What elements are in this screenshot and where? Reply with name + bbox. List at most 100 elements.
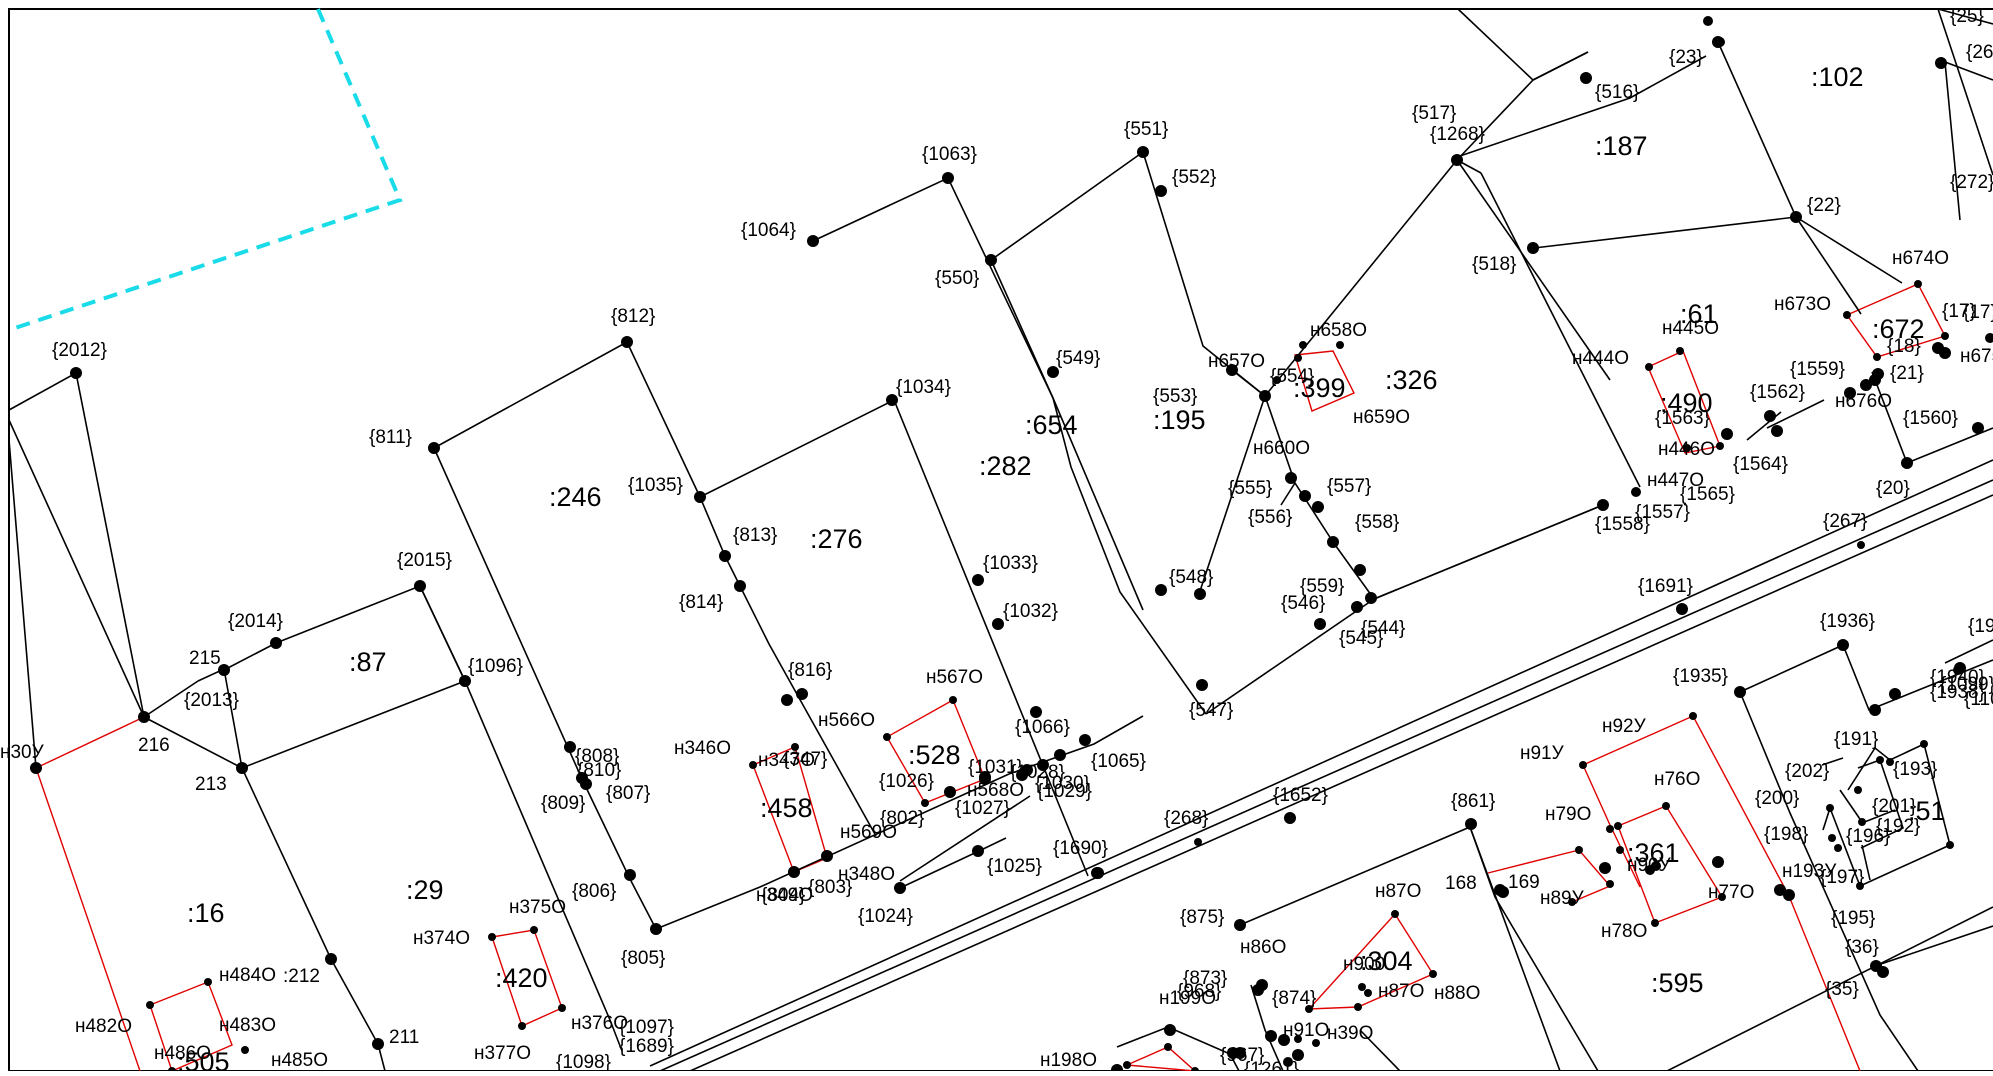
svg-text:н374О: н374О bbox=[413, 928, 470, 949]
svg-text:н90У: н90У bbox=[1627, 855, 1672, 876]
svg-text::212: :212 bbox=[283, 966, 320, 987]
parcel-label: :304 bbox=[1360, 946, 1413, 976]
svg-text:{549}: {549} bbox=[1056, 348, 1100, 369]
svg-text:{544}: {544} bbox=[1361, 618, 1405, 639]
svg-text:н659О: н659О bbox=[1353, 407, 1410, 428]
parcel-label: :654 bbox=[1025, 410, 1078, 440]
svg-text:{1560}: {1560} bbox=[1903, 408, 1958, 429]
svg-text:{1562}: {1562} bbox=[1750, 382, 1805, 403]
svg-text:н79О: н79О bbox=[1545, 804, 1591, 825]
svg-text:н377О: н377О bbox=[474, 1043, 531, 1064]
svg-text:{35}: {35} bbox=[1825, 979, 1859, 1000]
svg-text:н569О: н569О bbox=[840, 822, 897, 843]
svg-text:н486О: н486О bbox=[154, 1043, 211, 1064]
svg-text:{558}: {558} bbox=[1355, 512, 1399, 533]
parcel-label: :61 bbox=[1680, 299, 1718, 329]
svg-text:{814}: {814} bbox=[679, 592, 723, 613]
svg-text:н78О: н78О bbox=[1601, 921, 1647, 942]
svg-text:н660О: н660О bbox=[1253, 438, 1310, 459]
svg-text:н674О: н674О bbox=[1892, 248, 1949, 269]
svg-text:н484О: н484О bbox=[219, 965, 276, 986]
svg-text:{1652}: {1652} bbox=[1273, 785, 1328, 806]
svg-text:{36}: {36} bbox=[1845, 937, 1879, 958]
svg-text:{1268}: {1268} bbox=[1430, 124, 1485, 145]
svg-text:{808}: {808} bbox=[575, 746, 619, 767]
svg-text:{1261}: {1261} bbox=[1244, 1059, 1299, 1071]
svg-text:{805}: {805} bbox=[621, 948, 665, 969]
svg-text:{26}: {26} bbox=[1966, 42, 1993, 63]
svg-text:{20}: {20} bbox=[1876, 478, 1910, 499]
svg-text:н87О: н87О bbox=[1378, 981, 1424, 1002]
svg-text:168: 168 bbox=[1445, 873, 1477, 894]
svg-text:{1565}: {1565} bbox=[1680, 484, 1735, 505]
svg-text:{812}: {812} bbox=[611, 306, 655, 327]
svg-text:{1035}: {1035} bbox=[628, 475, 683, 496]
svg-text:{21}: {21} bbox=[1890, 363, 1924, 384]
svg-text:{1063}: {1063} bbox=[922, 144, 977, 165]
svg-text:{2015}: {2015} bbox=[397, 550, 452, 571]
svg-text:{517}: {517} bbox=[1412, 103, 1456, 124]
svg-text:{1064}: {1064} bbox=[741, 220, 796, 241]
svg-text:{806}: {806} bbox=[572, 881, 616, 902]
parcel-label: :326 bbox=[1385, 365, 1438, 395]
svg-text:н566О: н566О bbox=[818, 710, 875, 731]
svg-text:{1065}: {1065} bbox=[1091, 751, 1146, 772]
svg-text:{195}: {195} bbox=[1831, 908, 1875, 929]
parcel-label: :276 bbox=[810, 524, 863, 554]
svg-text:{545}: {545} bbox=[1339, 628, 1383, 649]
svg-text:{802}: {802} bbox=[880, 808, 924, 829]
svg-text:{17}: {17} bbox=[1942, 301, 1976, 322]
svg-text:{1032}: {1032} bbox=[1003, 601, 1058, 622]
svg-text:{552}: {552} bbox=[1172, 167, 1216, 188]
parcel-label: :420 bbox=[495, 963, 548, 993]
svg-text:{17}: {17} bbox=[1963, 302, 1993, 323]
parcel-label: :361 bbox=[1627, 838, 1680, 868]
parcel-label: :672 bbox=[1872, 314, 1925, 344]
parcel-label: :246 bbox=[549, 482, 602, 512]
svg-text:{556}: {556} bbox=[1248, 507, 1292, 528]
svg-text:н485О: н485О bbox=[271, 1050, 328, 1071]
svg-text:н348О: н348О bbox=[838, 864, 895, 885]
svg-text:{559}: {559} bbox=[1300, 576, 1344, 597]
svg-text:{1066}: {1066} bbox=[1015, 717, 1070, 738]
svg-text:{518}: {518} bbox=[1472, 254, 1516, 275]
svg-text:{202}: {202} bbox=[1785, 761, 1829, 782]
svg-text:{196}: {196} bbox=[1846, 826, 1890, 847]
svg-text:{23}: {23} bbox=[1669, 47, 1703, 68]
svg-text:{551}: {551} bbox=[1124, 119, 1168, 140]
svg-text:н198О: н198О bbox=[1040, 1050, 1097, 1071]
svg-text:н657О: н657О bbox=[1208, 351, 1265, 372]
svg-text:{1936}: {1936} bbox=[1820, 611, 1875, 632]
svg-text:н193У: н193У bbox=[1782, 861, 1837, 882]
svg-text:{546}: {546} bbox=[1281, 593, 1325, 614]
svg-text:{550}: {550} bbox=[935, 268, 979, 289]
svg-text:{1025}: {1025} bbox=[987, 856, 1042, 877]
svg-text:н91О: н91О bbox=[1283, 1020, 1329, 1041]
svg-text:н89У: н89У bbox=[1540, 888, 1585, 909]
svg-text:{1097}: {1097} bbox=[619, 1017, 674, 1038]
svg-text:н199О: н199О bbox=[1159, 988, 1216, 1009]
svg-text:{554}: {554} bbox=[1270, 366, 1314, 387]
parcel-label: :528 bbox=[908, 740, 961, 770]
svg-text:{200}: {200} bbox=[1755, 788, 1799, 809]
parcel-label: :458 bbox=[760, 793, 813, 823]
svg-text:{548}: {548} bbox=[1169, 567, 1213, 588]
svg-text:{1938}: {1938} bbox=[1930, 682, 1985, 703]
svg-text:{192}: {192} bbox=[1876, 816, 1920, 837]
svg-text:{873}: {873} bbox=[1183, 968, 1227, 989]
svg-text:н77О: н77О bbox=[1708, 882, 1754, 903]
svg-text:{807}: {807} bbox=[606, 783, 650, 804]
svg-text:н86О: н86О bbox=[1240, 937, 1286, 958]
svg-text:н30У: н30У bbox=[0, 742, 45, 763]
svg-text:н446О: н446О bbox=[1658, 439, 1715, 460]
svg-text:{193}: {193} bbox=[1893, 759, 1937, 780]
svg-text:{557}: {557} bbox=[1327, 476, 1371, 497]
svg-text:{813}: {813} bbox=[733, 525, 777, 546]
svg-text:н92У: н92У bbox=[1602, 716, 1647, 737]
parcel-label: :195 bbox=[1153, 405, 1206, 435]
svg-text:{1563}: {1563} bbox=[1655, 408, 1710, 429]
svg-text:{1691}: {1691} bbox=[1638, 576, 1693, 597]
svg-text:{2013}: {2013} bbox=[184, 690, 239, 711]
